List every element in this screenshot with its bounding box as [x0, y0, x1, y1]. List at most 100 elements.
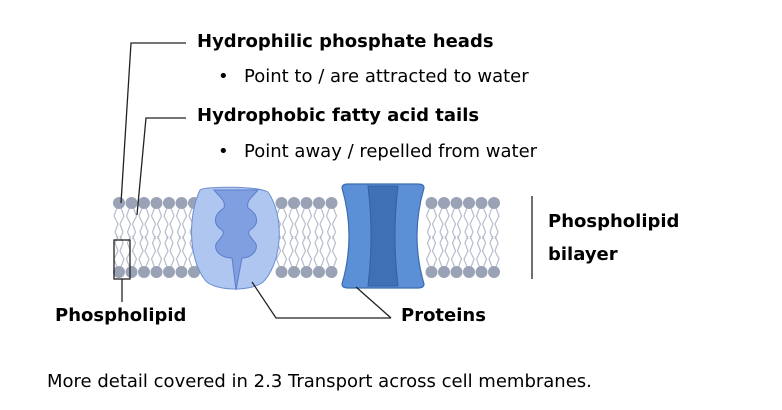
fatty-acid-tail — [325, 207, 332, 240]
leader-line-tails — [136, 117, 186, 216]
phosphate-head — [463, 266, 475, 278]
phospholipid-label: Phospholipid — [55, 305, 187, 326]
fatty-acid-tail — [144, 235, 150, 268]
fatty-acid-tail — [131, 235, 138, 268]
fatty-acid-tail — [181, 235, 188, 268]
phosphate-head — [163, 266, 175, 278]
fatty-acid-tail — [425, 207, 432, 240]
fatty-acid-tail — [150, 235, 157, 268]
fatty-acid-tail — [425, 235, 432, 268]
phosphate-head — [275, 197, 288, 209]
fatty-acid-tail — [469, 235, 475, 268]
phosphate-head — [463, 197, 475, 209]
fatty-acid-tail — [113, 235, 119, 268]
phosphate-head — [438, 197, 450, 209]
phosphate-head — [125, 266, 138, 278]
fatty-acid-tail — [431, 207, 438, 240]
phosphate-head — [188, 266, 200, 278]
fatty-acid-tail — [119, 235, 125, 268]
fatty-acid-tail — [325, 235, 332, 268]
hydrophobic-tails-title: Hydrophobic fatty acid tails — [197, 105, 480, 126]
channel-protein-pore — [367, 185, 399, 287]
fatty-acid-tail — [488, 207, 494, 240]
fatty-acid-tail — [294, 235, 300, 268]
fatty-acid-tail — [494, 207, 500, 240]
fatty-acid-tail — [306, 207, 313, 240]
phospholipid-bilayer — [113, 197, 500, 278]
phosphate-head — [300, 266, 313, 278]
fatty-acid-tail — [306, 235, 313, 268]
phosphate-head — [163, 197, 175, 209]
bullet-icon: • — [218, 66, 229, 87]
fatty-acid-tail — [144, 207, 150, 240]
carrier-protein-channel — [212, 189, 260, 291]
fatty-acid-tail — [281, 235, 288, 268]
fatty-acid-tail — [331, 207, 338, 240]
fatty-acid-tail — [181, 207, 188, 240]
fatty-acid-tail — [113, 207, 119, 240]
fatty-acid-tail — [175, 235, 182, 268]
fatty-acid-tail — [300, 207, 307, 240]
phosphate-head — [175, 266, 188, 278]
fatty-acid-tail — [475, 207, 482, 240]
fatty-acid-tail — [319, 207, 325, 240]
fatty-acid-tail — [456, 207, 463, 240]
fatty-acid-tail — [313, 235, 319, 268]
phosphate-head — [113, 266, 125, 278]
fatty-acid-tail — [319, 235, 325, 268]
fatty-acid-tail — [163, 235, 169, 268]
fatty-acid-tail — [431, 235, 438, 268]
phosphate-head — [425, 197, 438, 209]
phosphate-head — [138, 197, 150, 209]
phosphate-head — [488, 266, 500, 278]
bilayer-label-line1: Phospholipid — [548, 211, 680, 232]
phosphate-head — [175, 197, 188, 209]
fatty-acid-tail — [300, 235, 307, 268]
bullet-icon: • — [218, 141, 229, 162]
fatty-acid-tail — [463, 207, 469, 240]
phosphate-head — [113, 197, 125, 209]
leader-lines — [113, 42, 533, 319]
phosphate-head — [488, 197, 500, 209]
fatty-acid-tail — [450, 235, 457, 268]
phosphate-head — [300, 197, 313, 209]
phosphate-head — [450, 266, 463, 278]
fatty-acid-tail — [150, 207, 157, 240]
fatty-acid-tail — [281, 207, 288, 240]
phosphate-head — [125, 197, 138, 209]
fatty-acid-tail — [481, 207, 488, 240]
hydrophilic-heads-point: Point to / are attracted to water — [244, 66, 529, 87]
fatty-acid-tail — [169, 207, 175, 240]
fatty-acid-tail — [125, 207, 132, 240]
phosphate-head — [313, 266, 325, 278]
fatty-acid-tail — [156, 207, 163, 240]
leader-line-protein-left — [251, 281, 391, 319]
phosphate-head — [325, 266, 338, 278]
fatty-acid-tail — [488, 235, 494, 268]
phosphate-head — [438, 266, 450, 278]
fatty-acid-tail — [456, 235, 463, 268]
phosphate-head — [450, 197, 463, 209]
fatty-acid-tail — [469, 207, 475, 240]
phosphate-head — [425, 266, 438, 278]
fatty-acid-tail — [475, 235, 482, 268]
proteins-label: Proteins — [401, 305, 486, 326]
leader-line-heads — [120, 42, 186, 204]
phosphate-head — [138, 266, 150, 278]
phosphate-head — [475, 197, 488, 209]
footer-note: More detail covered in 2.3 Transport acr… — [47, 371, 592, 392]
phosphate-head — [313, 197, 325, 209]
fatty-acid-tail — [175, 207, 182, 240]
fatty-acid-tail — [138, 207, 144, 240]
fatty-acid-tail — [288, 207, 294, 240]
phosphate-head — [288, 197, 300, 209]
hydrophilic-heads-title: Hydrophilic phosphate heads — [197, 31, 494, 52]
fatty-acid-tail — [444, 235, 450, 268]
fatty-acid-tail — [444, 207, 450, 240]
fatty-acid-tail — [119, 207, 125, 240]
phosphate-head — [150, 197, 163, 209]
phosphate-head — [275, 266, 288, 278]
fatty-acid-tail — [169, 235, 175, 268]
